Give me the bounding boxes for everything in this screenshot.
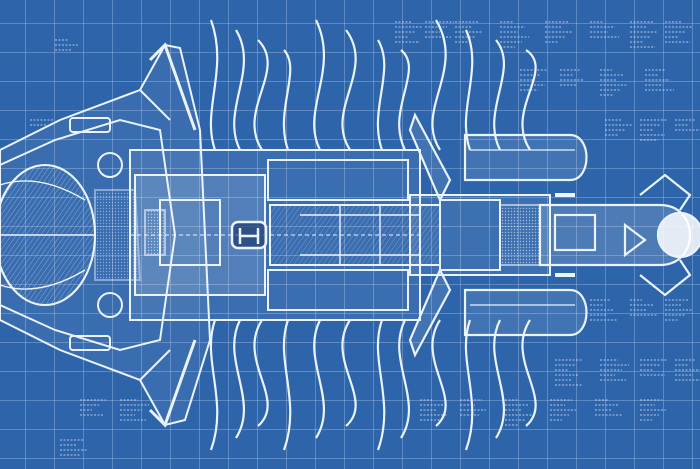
central-emblem <box>230 220 268 250</box>
cockpit-nose-section <box>0 42 212 428</box>
annotation-text-blocks <box>30 21 700 456</box>
engine-pods <box>408 112 588 358</box>
hull-ribs <box>209 19 537 451</box>
central-spine <box>129 149 551 321</box>
tail-section <box>538 173 700 297</box>
